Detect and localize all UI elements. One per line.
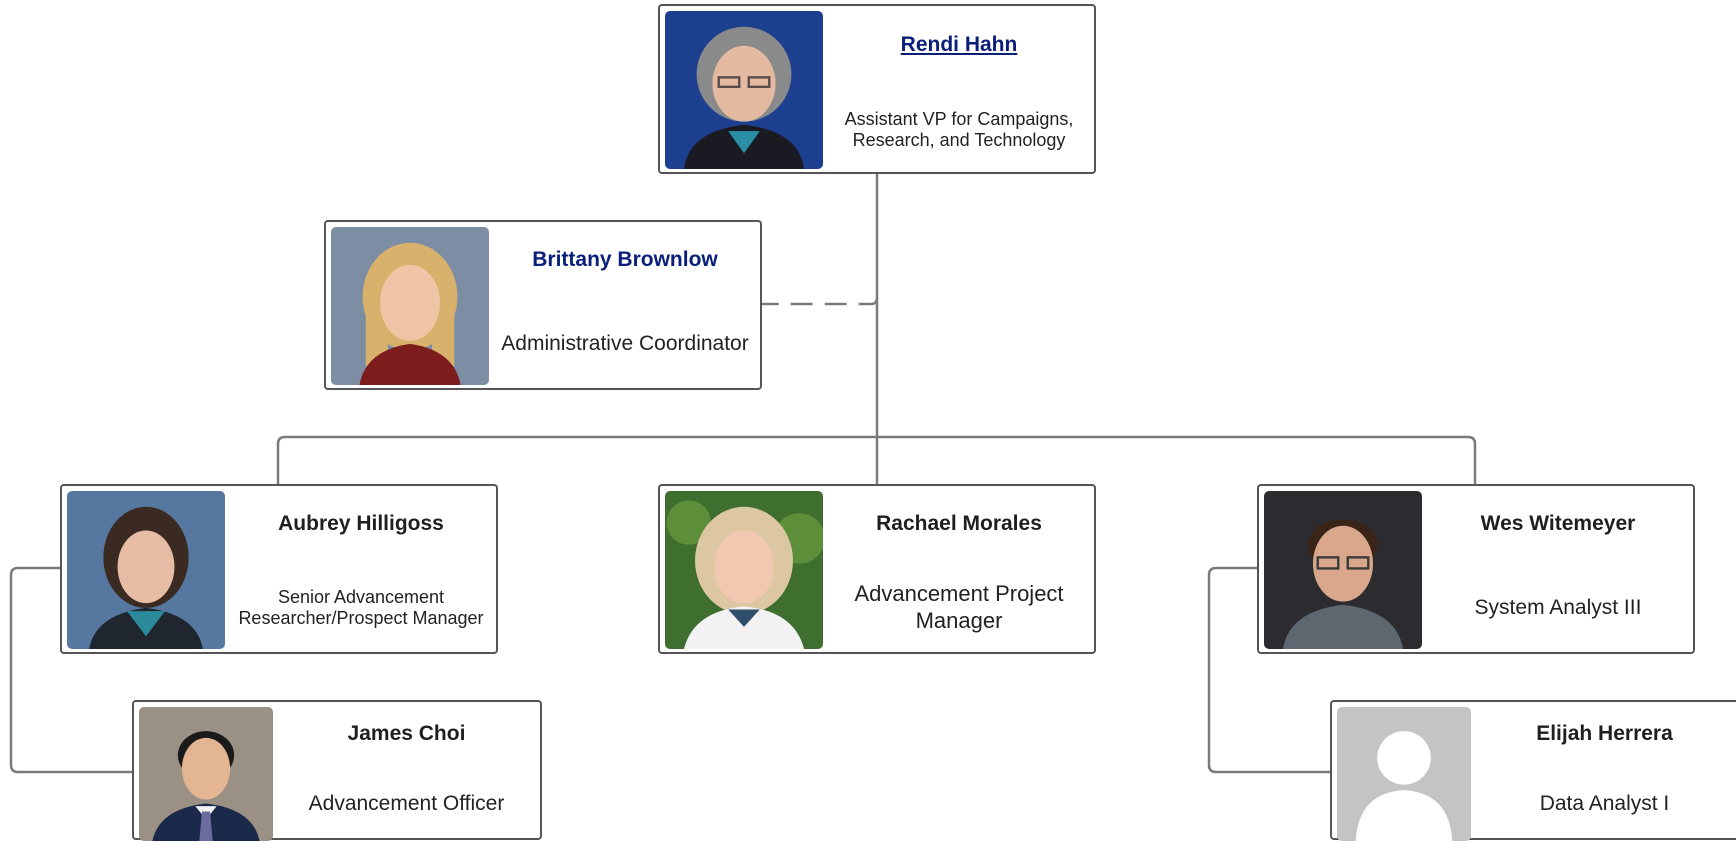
- portrait-photo-wes-witemeyer: [1264, 491, 1422, 649]
- portrait-photo-aubrey-hilligoss: [67, 491, 225, 649]
- person-name-link[interactable]: Brittany Brownlow: [532, 248, 718, 271]
- text-area-rachael-morales: Rachael Morales Advancement Project Mana…: [830, 486, 1088, 652]
- card-james-choi[interactable]: James Choi Advancement Officer: [132, 700, 542, 841]
- person-name: Elijah Herrera: [1536, 722, 1673, 745]
- job-title: Assistant VP for Campaigns, Research, an…: [845, 109, 1074, 152]
- connector-brittany-dashed: [760, 297, 879, 306]
- portrait-photo-rachael-morales: [665, 491, 823, 649]
- job-title: Advancement Project Manager: [854, 581, 1063, 634]
- text-area-aubrey-hilligoss: Aubrey Hilligoss Senior Advancement Rese…: [232, 486, 490, 652]
- connector-wes-elijah: [1207, 566, 1330, 774]
- job-title-line: Data Analyst I: [1539, 791, 1670, 815]
- job-title-line: Manager: [915, 607, 1003, 633]
- job-title: Senior Advancement Researcher/Prospect M…: [238, 587, 483, 630]
- job-title-line: Administrative Coordinator: [501, 331, 749, 355]
- connector-aubrey-james: [9, 566, 132, 774]
- avatar-placeholder-icon: [1337, 707, 1471, 841]
- portrait-photo-james-choi: [139, 707, 273, 841]
- card-brittany-brownlow[interactable]: Brittany Brownlow Administrative Coordin…: [324, 220, 762, 390]
- person-name: Wes Witemeyer: [1480, 512, 1636, 535]
- person-name: James Choi: [347, 722, 466, 745]
- person-name: Rachael Morales: [876, 512, 1042, 535]
- text-area-james-choi: James Choi Advancement Officer: [279, 702, 534, 838]
- portrait-photo-rendi-hahn: [665, 11, 823, 169]
- job-title-line: System Analyst III: [1474, 595, 1642, 619]
- job-title-line: Advancement Project: [854, 581, 1064, 607]
- job-title-line: Senior Advancement: [277, 586, 445, 607]
- card-rendi-hahn[interactable]: Rendi Hahn Assistant VP for Campaigns, R…: [658, 4, 1096, 174]
- portrait-photo-brittany-brownlow: [331, 227, 489, 385]
- card-rachael-morales[interactable]: Rachael Morales Advancement Project Mana…: [658, 484, 1096, 654]
- text-area-rendi-hahn: Rendi Hahn Assistant VP for Campaigns, R…: [830, 6, 1088, 172]
- card-wes-witemeyer[interactable]: Wes Witemeyer System Analyst III: [1257, 484, 1695, 654]
- card-aubrey-hilligoss[interactable]: Aubrey Hilligoss Senior Advancement Rese…: [60, 484, 498, 654]
- person-name: Aubrey Hilligoss: [278, 512, 444, 535]
- text-area-wes-witemeyer: Wes Witemeyer System Analyst III: [1429, 486, 1687, 652]
- job-title-line: Research, and Technology: [852, 130, 1066, 151]
- job-title: System Analyst III: [1475, 595, 1642, 620]
- job-title-line: Advancement Officer: [308, 791, 505, 815]
- job-title-line: Assistant VP for Campaigns,: [844, 108, 1074, 129]
- job-title-line: Researcher/Prospect Manager: [238, 608, 484, 629]
- job-title: Data Analyst I: [1540, 791, 1670, 816]
- job-title: Administrative Coordinator: [501, 331, 748, 356]
- card-elijah-herrera[interactable]: Elijah Herrera Data Analyst I: [1330, 700, 1736, 841]
- person-name-link[interactable]: Rendi Hahn: [900, 33, 1018, 56]
- job-title: Advancement Officer: [309, 791, 505, 816]
- text-area-elijah-herrera: Elijah Herrera Data Analyst I: [1477, 702, 1732, 838]
- text-area-brittany-brownlow: Brittany Brownlow Administrative Coordin…: [496, 222, 754, 388]
